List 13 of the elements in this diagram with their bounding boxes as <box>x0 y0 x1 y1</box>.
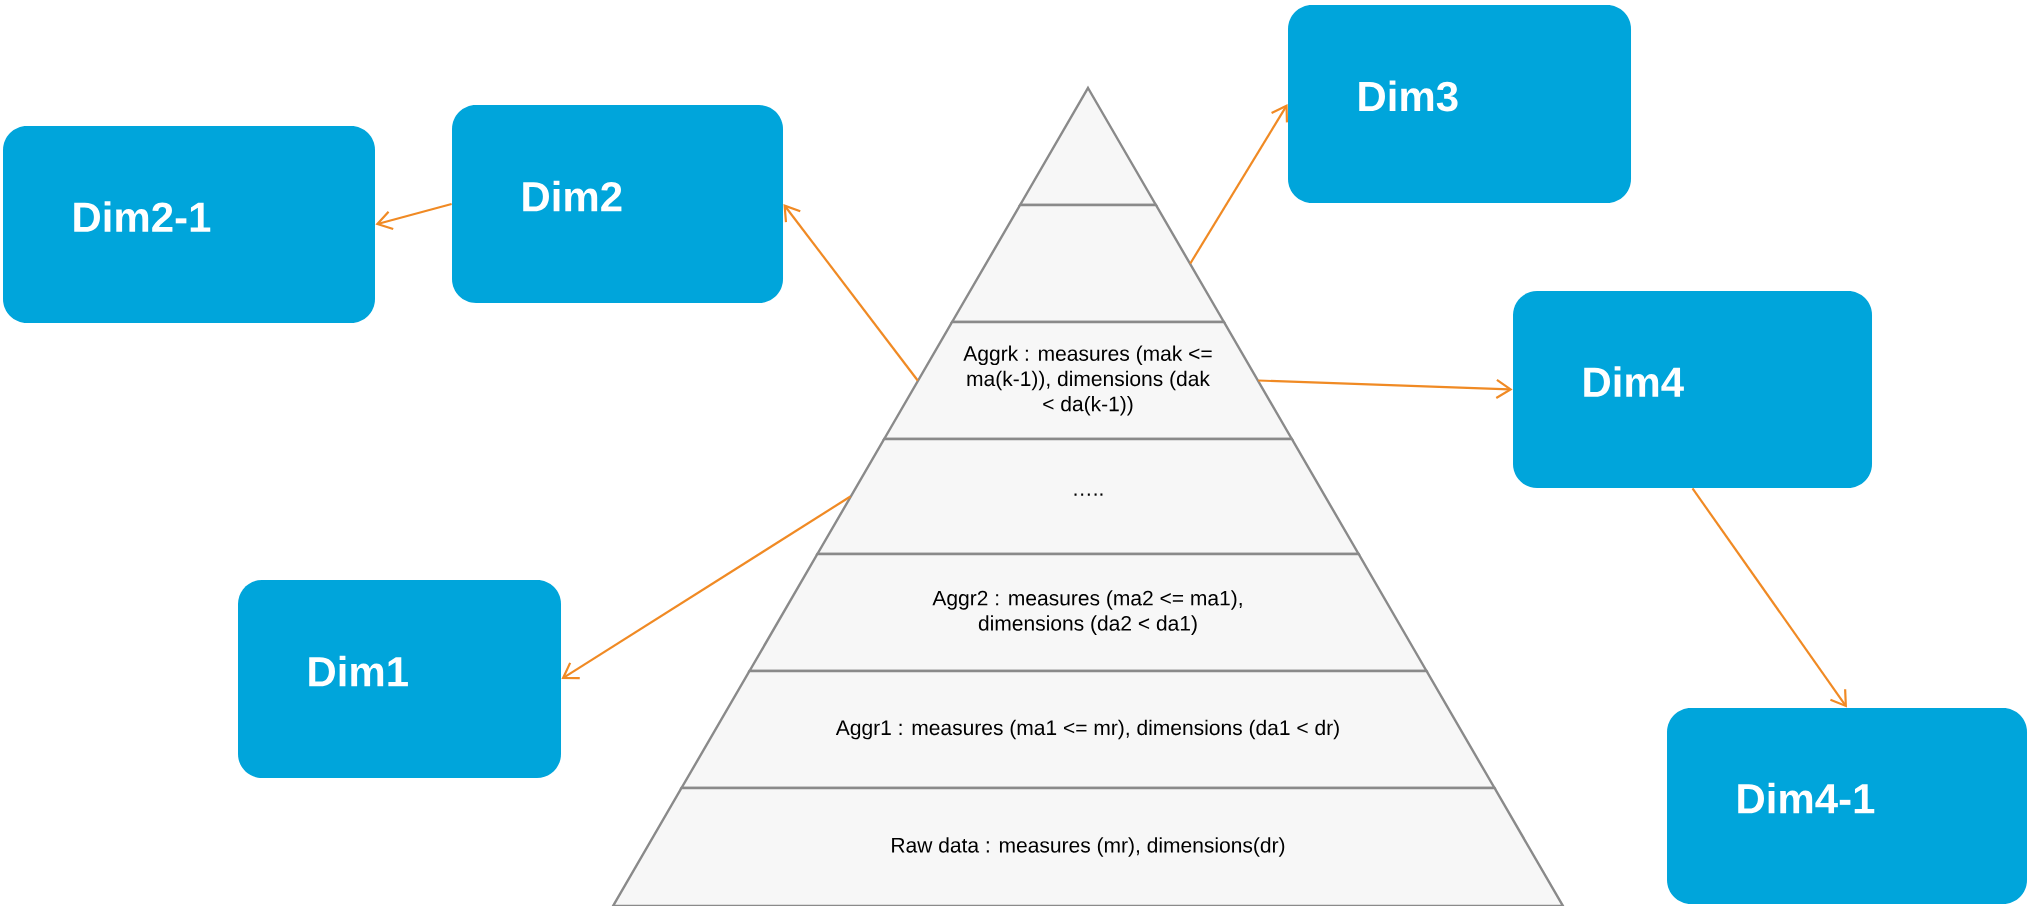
arrow <box>561 495 851 680</box>
arrow <box>1189 104 1289 265</box>
dimension-box: Dim1 <box>238 580 561 778</box>
dimension-box: Dim4-1 <box>1667 708 2027 904</box>
dimension-box: Dim3 <box>1288 5 1631 203</box>
arrow <box>375 202 452 231</box>
arrow <box>1258 379 1513 399</box>
dimension-box: Dim2-1 <box>3 126 375 323</box>
pyramid-layer <box>950 203 1226 324</box>
arrow <box>783 204 919 382</box>
arrow <box>1691 487 1847 708</box>
dimension-box: Dim2 <box>452 105 783 303</box>
dimension-box: Dim4 <box>1513 291 1872 488</box>
